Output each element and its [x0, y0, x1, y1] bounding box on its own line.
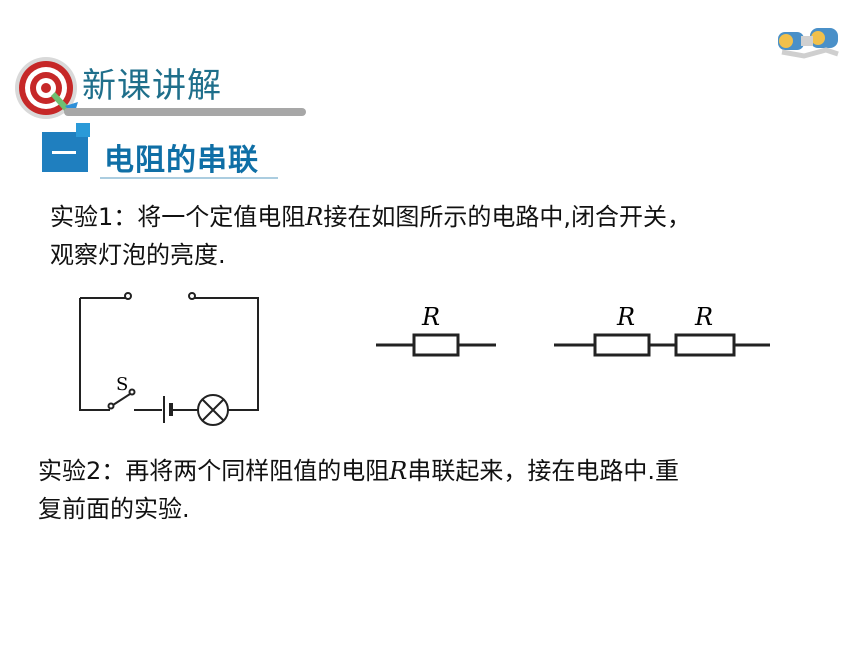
experiment-1-prefix: 实验1：将一个定值电阻	[50, 203, 306, 231]
series-resistors-diagram: R R	[554, 303, 770, 357]
experiment-2-text: 实验2：再将两个同样阻值的电阻R串联起来，接在电路中.重 复前面的实验.	[38, 452, 818, 528]
experiment-2-symbol: R	[389, 457, 408, 485]
title-underline	[64, 108, 306, 116]
experiment-1-text: 实验1：将一个定值电阻R接在如图所示的电路中,闭合开关， 观察灯泡的亮度.	[50, 198, 810, 274]
experiment-2-suffix: 串联起来，接在电路中.重	[407, 457, 679, 485]
experiment-1-suffix: 接在如图所示的电路中,闭合开关，	[323, 203, 691, 231]
experiment-2-prefix: 实验2：再将两个同样阻值的电阻	[38, 457, 390, 485]
binoculars-icon	[778, 28, 839, 59]
subsection-underline	[100, 177, 278, 179]
subsection-box-corner	[76, 123, 90, 137]
experiment-1-line2: 观察灯泡的亮度.	[50, 241, 226, 269]
single-resistor-diagram: R	[376, 303, 496, 357]
series-resistor-label-1: R	[616, 303, 635, 331]
basic-circuit-diagram: S	[79, 292, 259, 426]
single-resistor-label: R	[421, 303, 440, 331]
experiment-2-line2: 复前面的实验.	[38, 495, 190, 523]
switch-label: S	[116, 374, 128, 395]
subsection-title: 电阻的串联	[104, 143, 259, 178]
experiment-1-symbol: R	[305, 203, 324, 231]
series-resistor-label-2: R	[694, 303, 713, 331]
section-title: 新课讲解	[82, 66, 222, 106]
subsection-number	[52, 151, 76, 154]
